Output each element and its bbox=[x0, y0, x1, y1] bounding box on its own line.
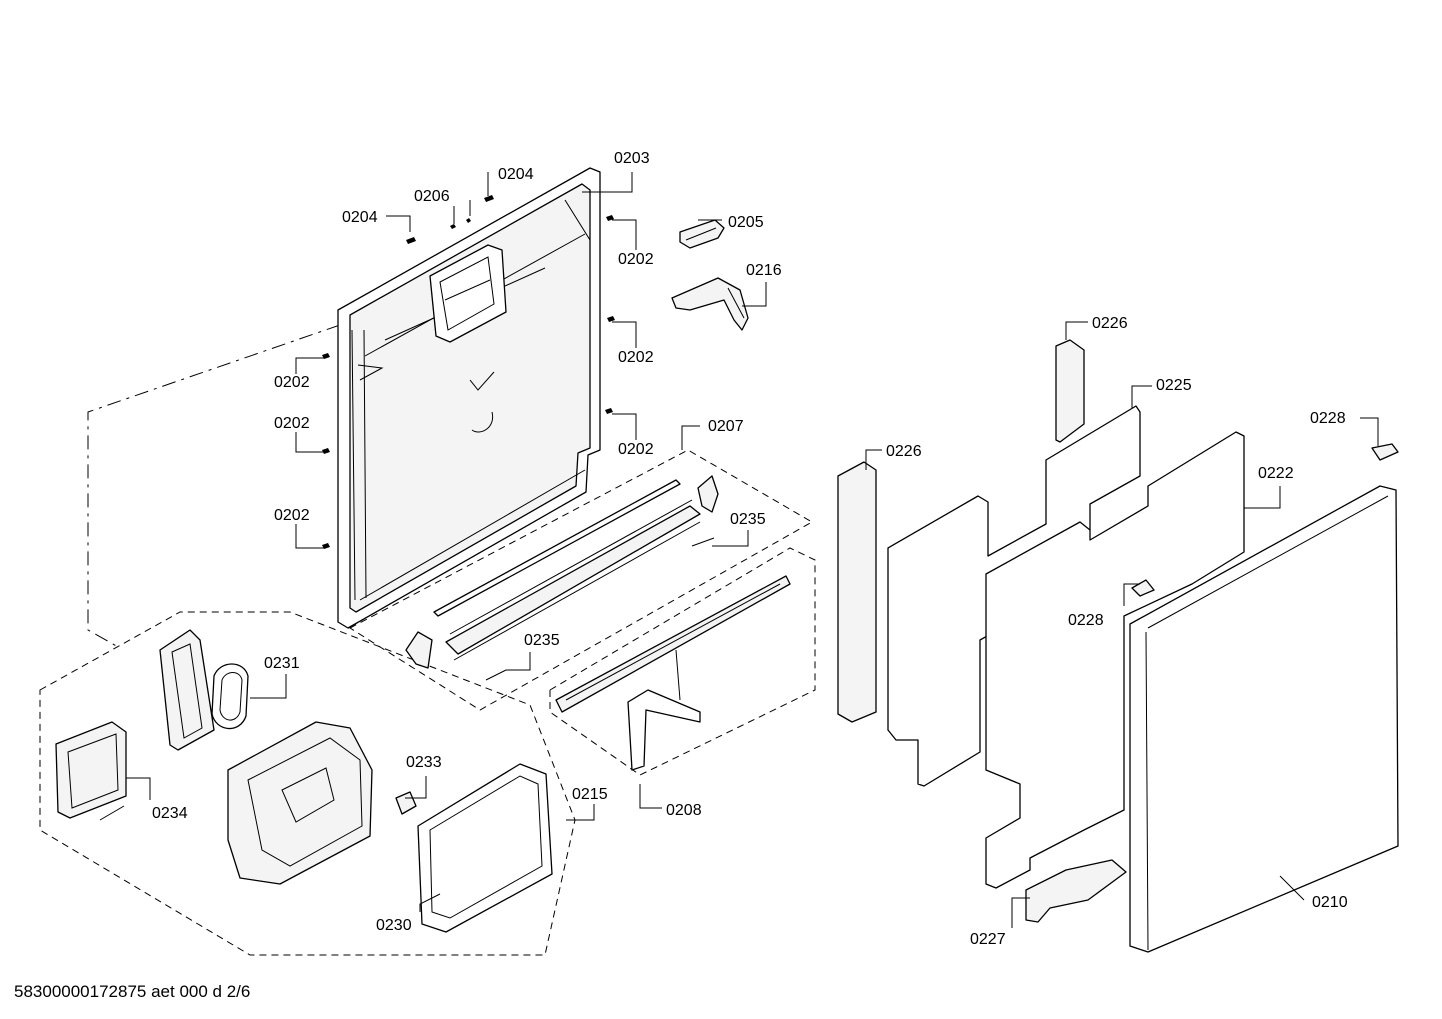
control-module-group bbox=[55, 629, 553, 933]
label-0233: 0233 bbox=[406, 754, 442, 771]
rail-assembly-0207 bbox=[405, 475, 719, 681]
label-0228-top: 0228 bbox=[1310, 410, 1346, 427]
label-0231: 0231 bbox=[264, 655, 300, 672]
label-0235-upper: 0235 bbox=[730, 511, 766, 528]
label-0210: 0210 bbox=[1312, 894, 1348, 911]
label-0215: 0215 bbox=[572, 786, 608, 803]
leader-lines bbox=[126, 172, 1379, 928]
label-0208: 0208 bbox=[666, 802, 702, 819]
hinge-parts bbox=[671, 219, 749, 331]
label-0216: 0216 bbox=[746, 262, 782, 279]
label-0205: 0205 bbox=[728, 214, 764, 231]
rail-assembly-0208 bbox=[555, 575, 791, 771]
label-0206: 0206 bbox=[414, 188, 450, 205]
label-0202-right-mid: 0202 bbox=[618, 349, 654, 366]
label-0234: 0234 bbox=[152, 805, 188, 822]
label-0235-lower: 0235 bbox=[524, 632, 560, 649]
inner-door-frame bbox=[337, 167, 601, 629]
label-0228-mid: 0228 bbox=[1068, 612, 1104, 629]
label-0202-right-low: 0202 bbox=[618, 441, 654, 458]
label-0202-left-top: 0202 bbox=[274, 374, 310, 391]
label-0226-block: 0226 bbox=[886, 443, 922, 460]
label-0230: 0230 bbox=[376, 917, 412, 934]
label-0202-left-low: 0202 bbox=[274, 507, 310, 524]
label-0225: 0225 bbox=[1156, 377, 1192, 394]
label-0203: 0203 bbox=[614, 150, 650, 167]
label-0202-right-top: 0202 bbox=[618, 251, 654, 268]
part-labels: 0203 0204 0204 0206 0205 0216 0202 0202 … bbox=[152, 150, 1348, 948]
label-0226-strip: 0226 bbox=[1092, 315, 1128, 332]
label-0202-left-mid: 0202 bbox=[274, 415, 310, 432]
label-0204-top: 0204 bbox=[498, 166, 534, 183]
label-0204-left: 0204 bbox=[342, 209, 378, 226]
screws bbox=[322, 195, 615, 549]
document-reference-footer: 58300000172875 aet 000 d 2/6 bbox=[14, 982, 250, 1001]
label-0222: 0222 bbox=[1258, 465, 1294, 482]
front-door-panels bbox=[837, 339, 1399, 953]
label-0207: 0207 bbox=[708, 418, 744, 435]
label-0227: 0227 bbox=[970, 931, 1006, 948]
